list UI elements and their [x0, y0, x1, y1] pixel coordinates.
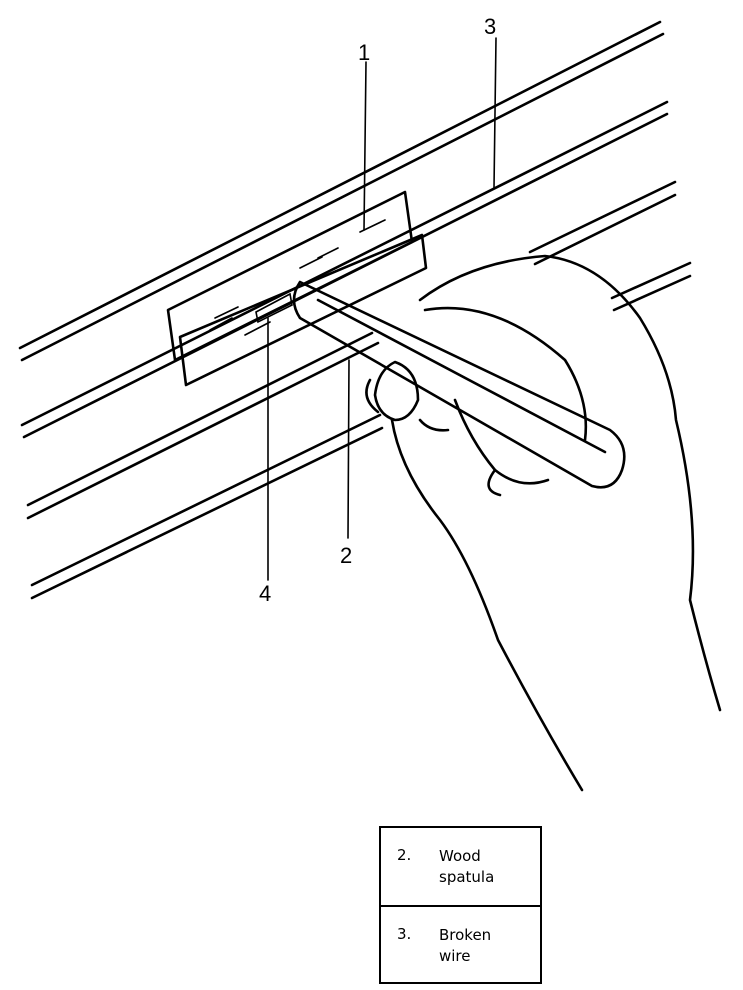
wire-line [530, 182, 675, 252]
legend-text: Broken wire [439, 925, 519, 982]
wire-line [32, 415, 380, 585]
wire-line [22, 34, 663, 360]
hand [366, 256, 720, 790]
wire-line [28, 343, 378, 518]
wire-line [22, 102, 667, 425]
wire-line [20, 22, 660, 348]
wire-line [32, 428, 382, 598]
callout-1: 1 [358, 40, 370, 65]
heater-wires [20, 22, 690, 598]
legend-number: 2. [381, 846, 439, 905]
legend-text: Wood spatula [439, 846, 519, 905]
callout-4: 4 [259, 581, 271, 606]
callout-2: 2 [340, 543, 352, 568]
callout-3: 3 [484, 14, 496, 39]
legend-number: 3. [381, 925, 439, 982]
wood-spatula [294, 282, 624, 487]
wire-line [535, 195, 675, 264]
legend-row: 3. Broken wire [381, 905, 540, 982]
legend-row: 2. Wood spatula [381, 828, 540, 905]
legend-table: 2. Wood spatula 3. Broken wire [379, 826, 542, 984]
repair-illustration: 1 3 2 4 [0, 0, 743, 800]
wire-line [28, 333, 372, 505]
